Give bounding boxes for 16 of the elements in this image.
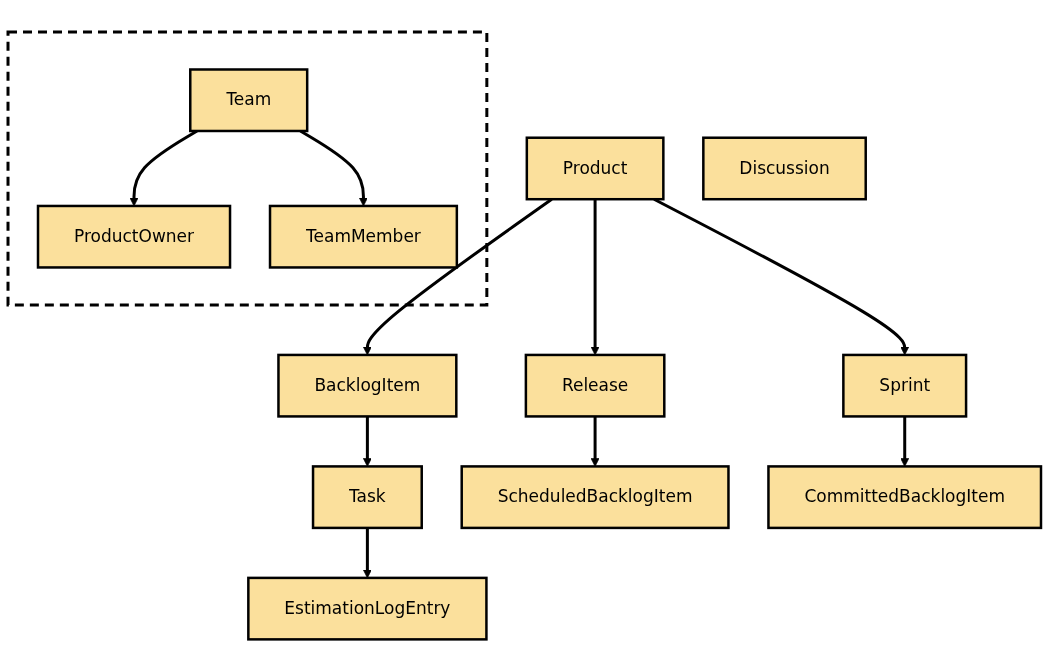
node-box: Release xyxy=(524,353,666,418)
node-box: BacklogItem xyxy=(277,353,458,418)
node-box: ScheduledBacklogItem xyxy=(460,464,730,529)
node-box: Task xyxy=(311,464,423,529)
node-box: TeamMember xyxy=(268,204,459,269)
node-box: Product xyxy=(525,136,665,201)
node-box: Sprint xyxy=(842,353,968,418)
node-box: Team xyxy=(189,68,309,133)
node-box: CommittedBacklogItem xyxy=(767,464,1043,529)
arrow xyxy=(363,416,372,467)
node-box: ProductOwner xyxy=(36,204,232,269)
node-box: Discussion xyxy=(702,136,867,201)
cluster xyxy=(6,30,489,307)
arrow xyxy=(900,416,910,467)
node-box: EstimationLogEntry xyxy=(247,576,488,641)
arrow xyxy=(590,416,600,467)
